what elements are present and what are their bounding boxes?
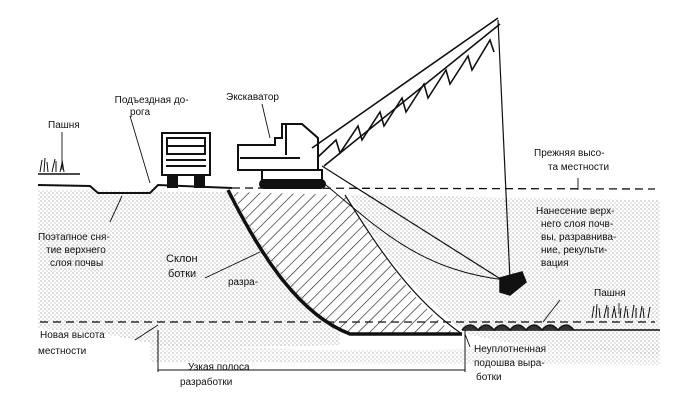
label-excavator: Экскаватор (226, 92, 279, 103)
truck-icon (161, 132, 211, 188)
leader-lines (61, 103, 620, 348)
excavated-area (232, 192, 455, 334)
label-narrow-strip: Узкая полоса разработки (180, 362, 252, 388)
pit-right-wall (344, 194, 463, 335)
bucket-cable (319, 179, 506, 281)
topsoil-humps (461, 324, 575, 332)
soil-left (38, 190, 340, 348)
drag-cable (321, 165, 511, 286)
label-topsoil-removal: Поэтапное сня- тие верхнего слоя почвы (38, 232, 113, 269)
label-former-height: Прежняя высо- та местности (534, 148, 609, 173)
narrow-strip-bracket (157, 330, 466, 372)
label-slope: Склон ботки (166, 253, 201, 280)
label-slope-cut: разра- (228, 277, 258, 288)
label-field-right: Пашня (594, 288, 626, 299)
crane-boom (311, 17, 501, 167)
soil-right (350, 195, 660, 355)
hoist-cable (497, 19, 511, 281)
grass-left-icon (38, 157, 80, 175)
soil-bottom (150, 340, 660, 365)
grass-right-icon (591, 303, 651, 319)
label-pit-bottom: Неуплотненная подошва выра- ботки (474, 344, 549, 383)
label-new-height: Новая высота местности (38, 330, 108, 357)
label-access-road: Подъездная до- рога (115, 95, 192, 118)
bucket-icon (499, 271, 527, 296)
label-field-left: Пашня (48, 120, 80, 131)
pit-slope-line (226, 189, 462, 336)
label-reclamation: Нанесение верх- него слоя почв- вы, разр… (536, 206, 619, 269)
excavator-icon (237, 123, 326, 189)
